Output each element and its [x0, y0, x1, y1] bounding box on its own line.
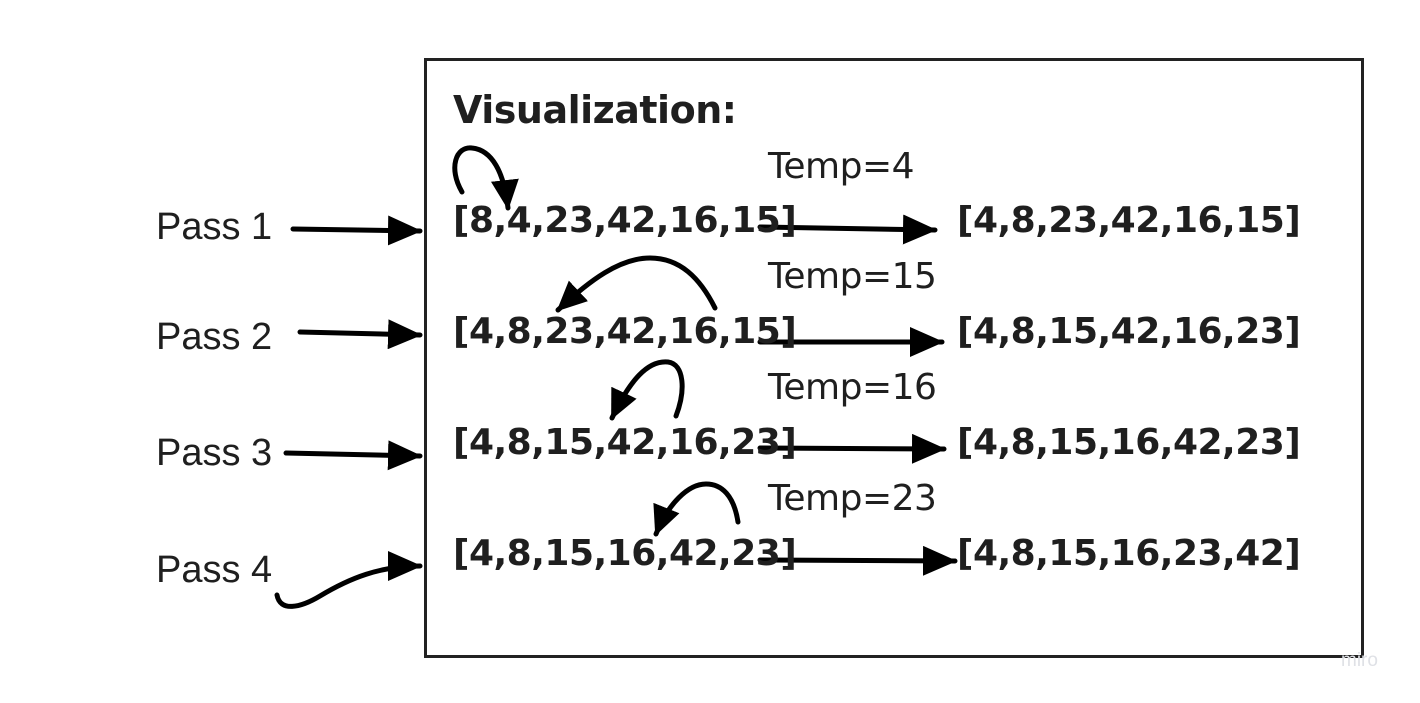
- pass-3-after-array: [4,8,15,16,42,23]: [957, 422, 1301, 463]
- pass1-arrow: [290, 215, 423, 246]
- result3-arrow: [757, 433, 947, 464]
- pass-3-temp: Temp=16: [768, 367, 937, 408]
- swap4-curve: [653, 481, 741, 537]
- pass-3-label: Pass 3: [156, 432, 273, 474]
- pass4-arrow: [274, 551, 423, 609]
- pass3-arrow: [283, 440, 423, 471]
- pass-1-label: Pass 1: [156, 206, 273, 248]
- pass-1-before-array: [8,4,23,42,16,15]: [453, 200, 797, 241]
- pass-2-before-array: [4,8,23,42,16,15]: [453, 311, 797, 352]
- pass2-arrow: [297, 319, 423, 350]
- result1-arrow: [757, 214, 938, 245]
- swap2-curve: [555, 255, 718, 313]
- pass-4-before-array: [4,8,15,16,42,23]: [453, 533, 797, 574]
- swap3-curve: [609, 359, 685, 421]
- pass-4-temp: Temp=23: [768, 478, 937, 519]
- swap1-curve: [452, 145, 519, 211]
- pass-2-after-array: [4,8,15,42,16,23]: [957, 311, 1301, 352]
- miro-watermark: miro: [1341, 650, 1378, 671]
- pass-4-after-array: [4,8,15,16,23,42]: [957, 533, 1301, 574]
- pass-3-before-array: [4,8,15,42,16,23]: [453, 422, 797, 463]
- visualization-title: Visualization:: [453, 88, 737, 132]
- pass-4-label: Pass 4: [156, 549, 273, 591]
- visualization-frame: [424, 58, 1364, 658]
- pass-1-after-array: [4,8,23,42,16,15]: [957, 200, 1301, 241]
- result4-arrow: [757, 545, 958, 576]
- pass-2-label: Pass 2: [156, 316, 273, 358]
- pass-2-temp: Temp=15: [768, 256, 937, 297]
- pass-1-temp: Temp=4: [768, 146, 915, 187]
